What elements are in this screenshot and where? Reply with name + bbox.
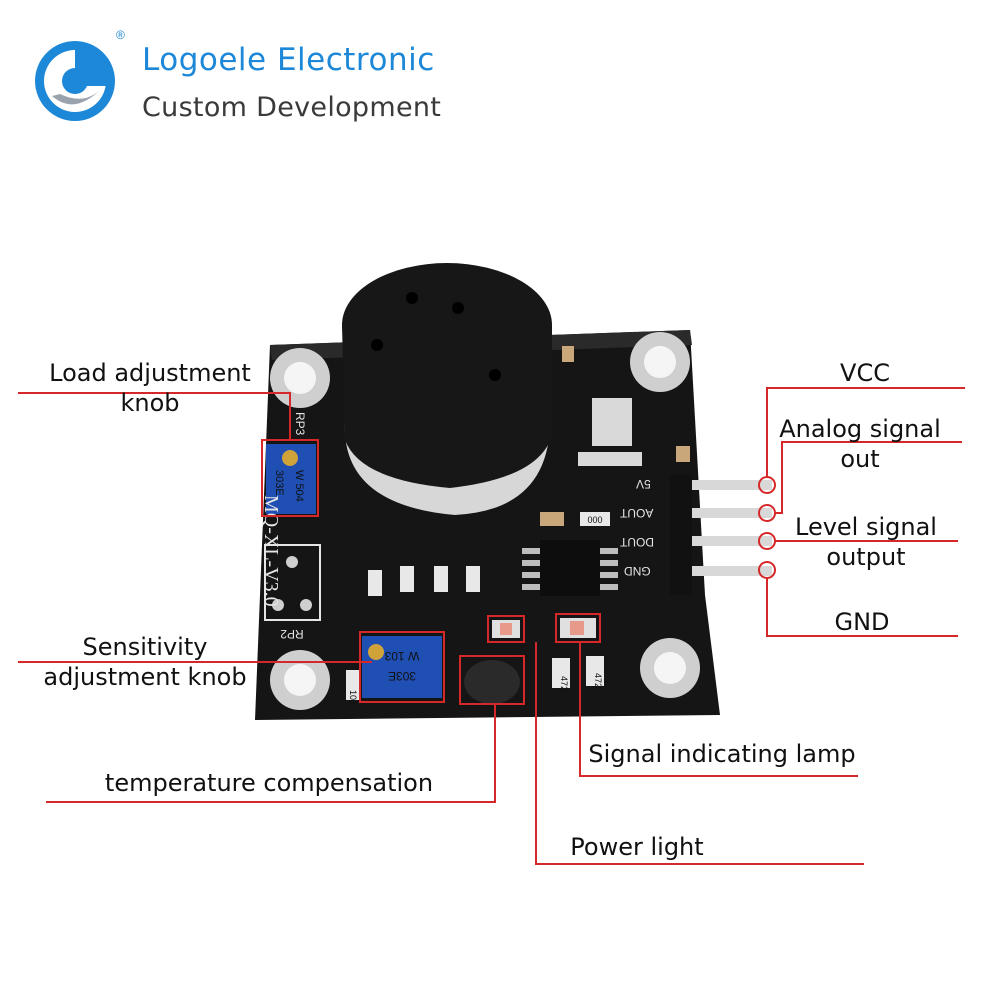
resistor-103: 103 xyxy=(348,690,358,705)
brand-name: Logoele Electronic xyxy=(142,42,435,78)
logoele-logo-icon xyxy=(35,41,115,121)
label-sens-line1: Sensitivity xyxy=(82,633,208,661)
label-analog-line2: out xyxy=(840,445,880,473)
label-vcc: VCC xyxy=(840,359,890,387)
pin-5v: 5V xyxy=(636,477,651,491)
board-model-text: MQ-XL-V3.0 xyxy=(260,495,282,607)
label-sens-line2: adjustment knob xyxy=(43,663,247,691)
resistor-472-b: 472 xyxy=(593,673,603,688)
label-analog-signal: Analog signal out xyxy=(770,414,950,474)
resistor-000: 000 xyxy=(587,515,602,525)
label-temperature-compensation: temperature compensation xyxy=(104,769,434,797)
label-load-line1: Load adjustment xyxy=(49,359,251,387)
pin-dout: DOUT xyxy=(619,535,654,549)
rp2-text: RP2 xyxy=(280,627,304,641)
label-analog-line1: Analog signal xyxy=(779,415,941,443)
label-level-signal: Level signal output xyxy=(780,512,952,572)
label-gnd: GND xyxy=(834,608,890,636)
label-load-adjustment-knob: Load adjustment knob xyxy=(20,358,280,418)
label-load-line2: knob xyxy=(120,389,180,417)
rp3-text: RP3 xyxy=(293,412,307,436)
pot-top-text: W 504 xyxy=(293,470,305,502)
pot-top-text-2: 303E xyxy=(273,470,285,496)
pot-bottom-text-2: 303E xyxy=(388,669,416,683)
label-power-light: Power light xyxy=(570,833,704,861)
label-level-line1: Level signal xyxy=(795,513,937,541)
resistor-472-a: 472 xyxy=(559,676,569,691)
gas-sensor-cylinder xyxy=(342,263,552,515)
pot-bottom-text: W 103 xyxy=(384,649,419,663)
label-signal-indicating-lamp: Signal indicating lamp xyxy=(588,740,856,768)
leader-lines xyxy=(18,387,965,865)
brand-tagline: Custom Development xyxy=(142,92,442,123)
label-sensitivity-knob: Sensitivity adjustment knob xyxy=(30,632,260,692)
pin-gnd: GND xyxy=(624,564,651,578)
registered-mark: ® xyxy=(116,28,125,42)
label-level-line2: output xyxy=(826,543,906,571)
pin-aout: AOUT xyxy=(619,506,653,520)
